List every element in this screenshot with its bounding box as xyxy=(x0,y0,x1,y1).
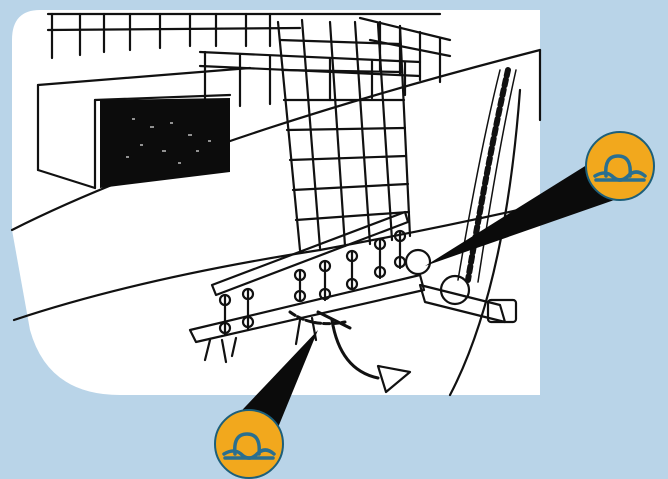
callout-badge-upper xyxy=(586,132,654,200)
callout-badge-lower xyxy=(215,410,283,478)
illustration-panel xyxy=(12,10,540,395)
